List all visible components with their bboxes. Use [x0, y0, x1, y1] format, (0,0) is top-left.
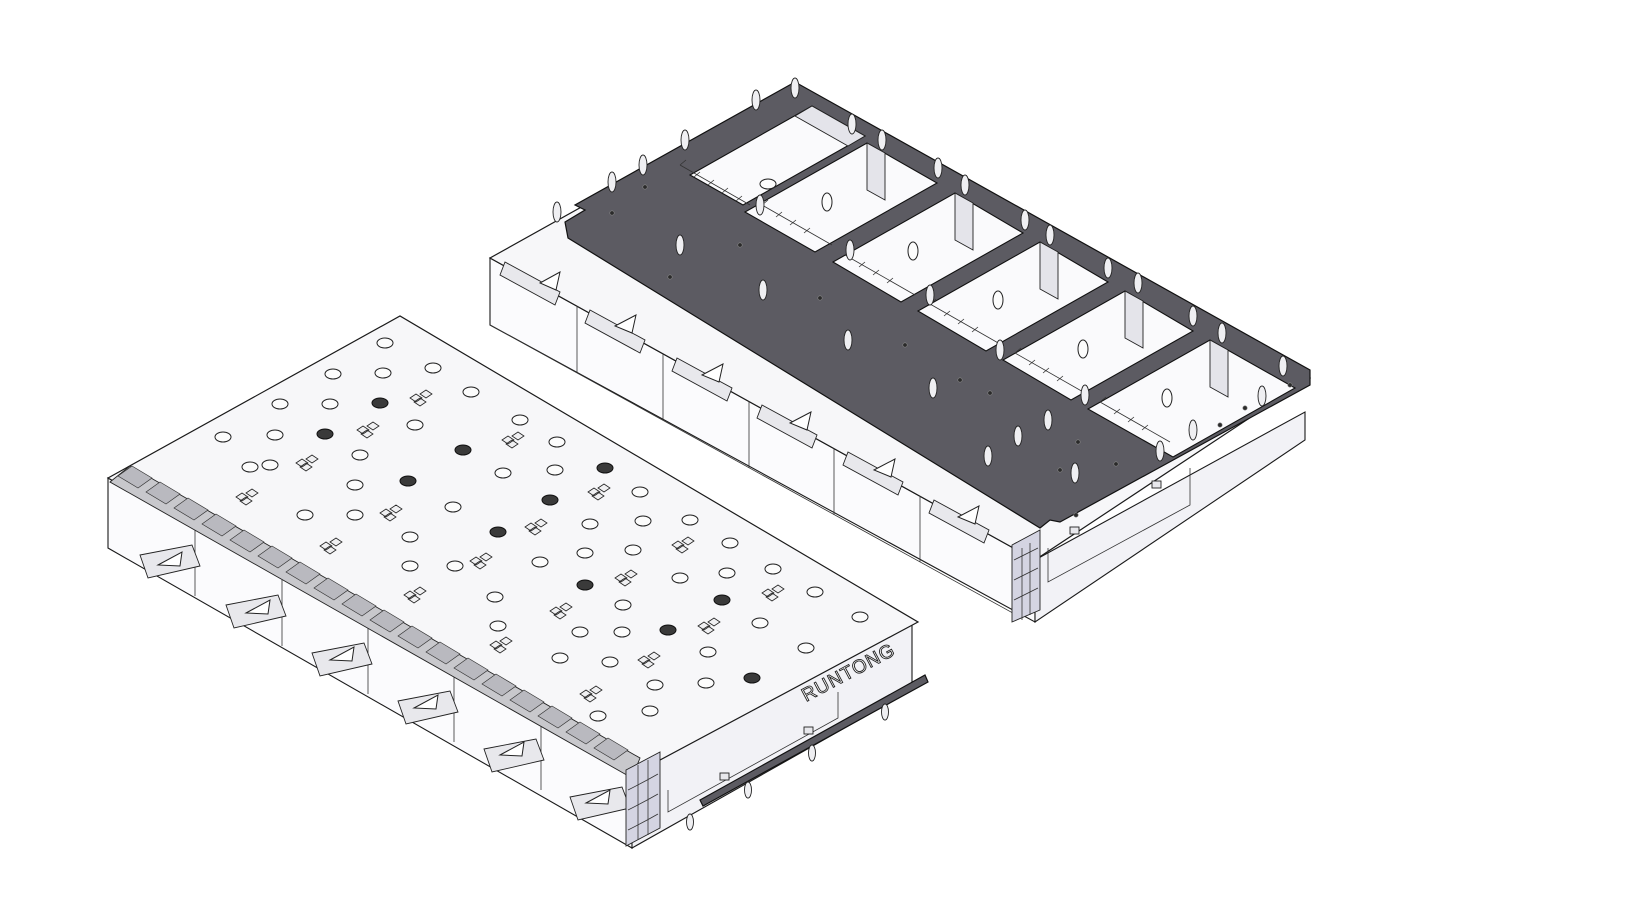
cutout-1: [688, 105, 867, 206]
left-cage-vent-holes: [214, 337, 869, 722]
cutout-4: [916, 241, 1110, 352]
right-cage-cutouts: [688, 105, 1297, 458]
left-cage: RUNTONG: [106, 315, 929, 849]
left-cage-latches: [139, 544, 631, 821]
right-cage-latches: [499, 261, 990, 544]
left-cage-bottom-rail: [699, 674, 929, 807]
left-cage-side-clip: [625, 751, 661, 847]
right-cage-plate-holes: [609, 184, 1293, 518]
left-cage-side-slot-1: [719, 772, 730, 781]
cutout-6: [1086, 339, 1297, 458]
left-cage-emboss-marks: [235, 389, 785, 703]
left-cage-gasket-fingers: [117, 465, 629, 761]
right-cage: [488, 77, 1312, 624]
left-cage-side-slot-2: [803, 726, 814, 735]
right-cage-port-dividers: [489, 306, 1021, 618]
right-cage-press-fit-pins: [552, 77, 1288, 484]
cutout-2: [743, 142, 939, 253]
cutout-5: [1001, 290, 1195, 401]
right-cage-side-slot-2: [1151, 480, 1162, 489]
left-cage-press-fit-pins: [686, 703, 889, 831]
right-cage-side-clip: [1011, 529, 1041, 623]
right-cage-side-slot-1: [1069, 526, 1080, 535]
cutout-3: [831, 192, 1025, 303]
